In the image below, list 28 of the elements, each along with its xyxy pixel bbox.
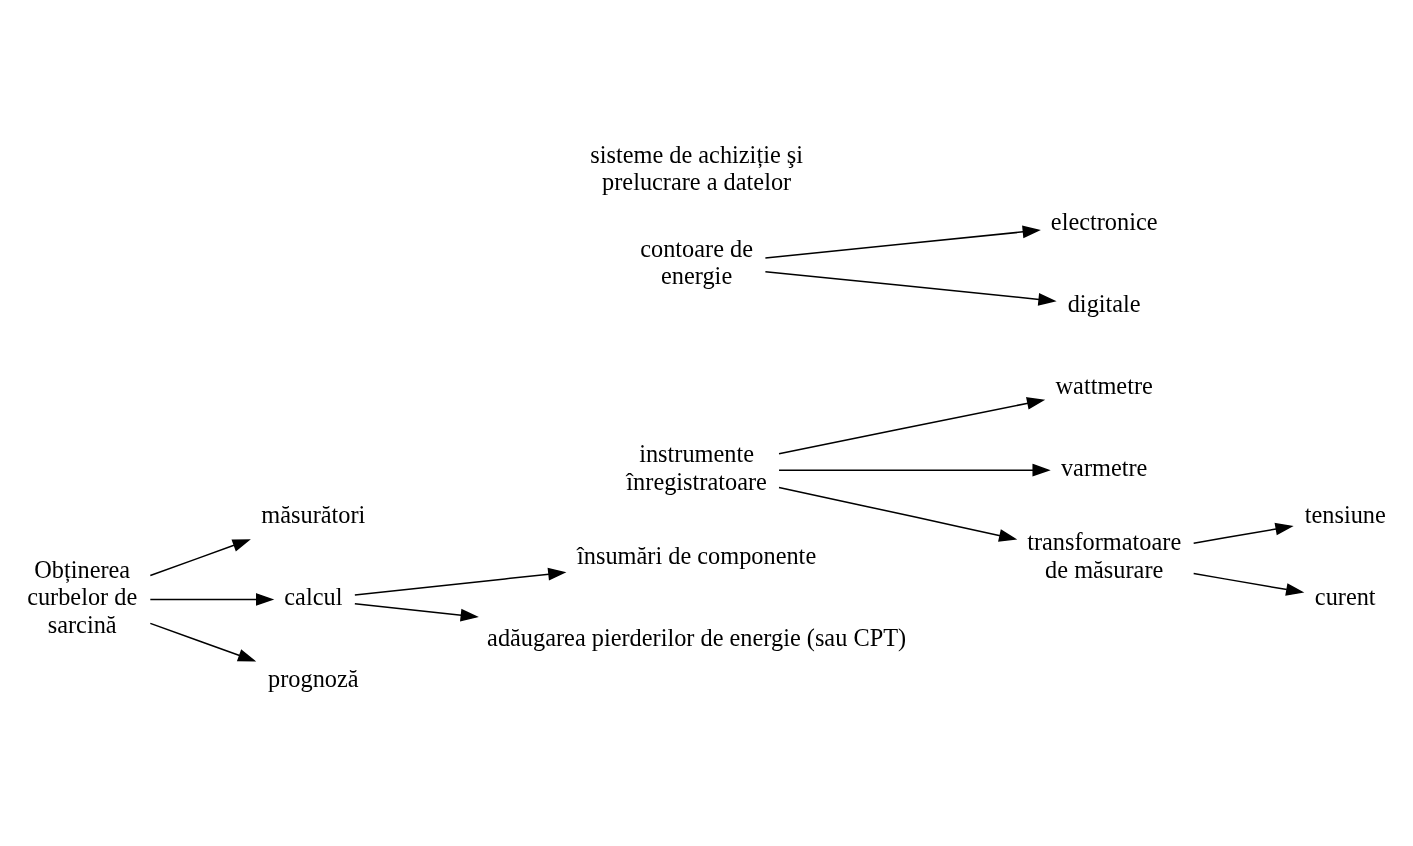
- node-text: prognoză: [268, 665, 359, 693]
- arrow: [778, 463, 1051, 477]
- arrow: [354, 603, 479, 622]
- node-text: wattmetre: [1055, 371, 1153, 399]
- node-text: sisteme de achiziție şi prelucrare a datelor: [590, 140, 804, 196]
- node-text: adăugarea pierderilor de energie (sau CPT): [487, 624, 907, 652]
- arrow: [149, 593, 275, 606]
- node-text: contoare de energie: [640, 234, 754, 290]
- node-text: curent: [1314, 583, 1376, 611]
- arrow: [778, 486, 1018, 542]
- node-text: calcul: [284, 583, 343, 611]
- node-text: digitale: [1067, 289, 1141, 317]
- arrow: [354, 567, 567, 596]
- arrow: [149, 539, 251, 577]
- arrow: [149, 622, 257, 662]
- node-text: varmetre: [1060, 453, 1148, 481]
- node-text: electronice: [1050, 207, 1158, 235]
- arrow: [1192, 522, 1294, 544]
- arrow: [764, 270, 1057, 306]
- node-text: Obținerea curbelor de sarcină: [27, 555, 138, 638]
- arrow: [764, 225, 1041, 259]
- node-text: instrumente înregistratoare: [626, 440, 767, 495]
- node-text: tensiune: [1304, 501, 1386, 529]
- arrow: [1192, 572, 1305, 596]
- arrow: [778, 397, 1046, 455]
- node-text: transformatoare de măsurare: [1027, 528, 1182, 583]
- node-text: însumări de componente: [577, 542, 817, 570]
- node-text: măsurători: [261, 501, 366, 529]
